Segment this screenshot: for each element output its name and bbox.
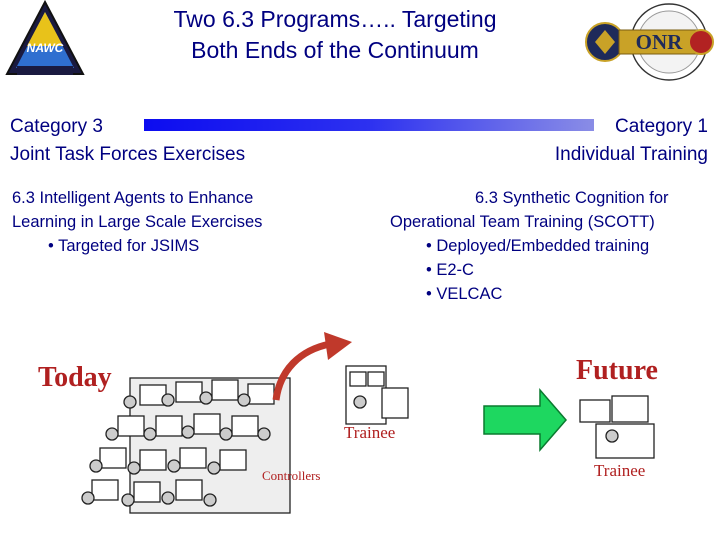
nawc-logo: NAWC — [3, 0, 87, 78]
onr-logo-text: ONR — [636, 30, 684, 54]
trainee-label: Trainee — [344, 423, 396, 442]
category-1-label: Category 1 — [615, 116, 708, 137]
continuum-bar — [144, 119, 594, 131]
controllers-label: Controllers — [262, 468, 321, 483]
intelligent-agents-program: 6.3 Intelligent Agents to Enhance Learni… — [12, 186, 262, 258]
left-program-line-1: 6.3 Intelligent Agents to Enhance — [12, 189, 254, 207]
curved-arrow — [272, 340, 331, 401]
category-3-subtitle: Joint Task Forces Exercises — [10, 144, 246, 165]
right-program-line-2: Operational Team Training (SCOTT) — [390, 213, 655, 231]
page-title: Two 6.3 Programs….. Targeting Both Ends … — [100, 4, 570, 66]
category-3-label: Category 3 — [10, 116, 103, 137]
future-trainee-label: Trainee — [594, 461, 646, 480]
onr-logo: ONR — [583, 2, 717, 82]
nawc-logo-text: NAWC — [27, 41, 64, 55]
controllers-workstations-clipart — [81, 377, 291, 514]
training-illustration — [81, 332, 655, 514]
right-program-bullet: • VELCAC — [426, 285, 503, 303]
left-program-line-2: Learning in Large Scale Exercises — [12, 213, 263, 231]
category-1-heading: Category 1 Individual Training — [555, 113, 708, 169]
left-program-bullet: • Targeted for JSIMS — [48, 237, 200, 255]
right-program-line-1: 6.3 Synthetic Cognition for — [475, 189, 669, 207]
title-line-1: Two 6.3 Programs….. Targeting — [173, 6, 497, 32]
trainee-workstation-clipart — [345, 365, 409, 425]
right-program-bullet: • Deployed/Embedded training — [426, 237, 650, 255]
category-3-heading: Category 3 Joint Task Forces Exercises — [10, 113, 245, 169]
progression-arrow — [483, 387, 567, 453]
future-label: Future — [576, 355, 658, 386]
scott-program: 6.3 Synthetic Cognition for Operational … — [390, 186, 669, 306]
category-1-subtitle: Individual Training — [554, 144, 708, 165]
title-line-2: Both Ends of the Continuum — [191, 37, 479, 63]
today-label: Today — [38, 362, 112, 393]
future-trainee-workstation-clipart — [579, 395, 655, 459]
curved-arrow-head — [324, 332, 352, 360]
right-program-bullet: • E2-C — [426, 261, 474, 279]
